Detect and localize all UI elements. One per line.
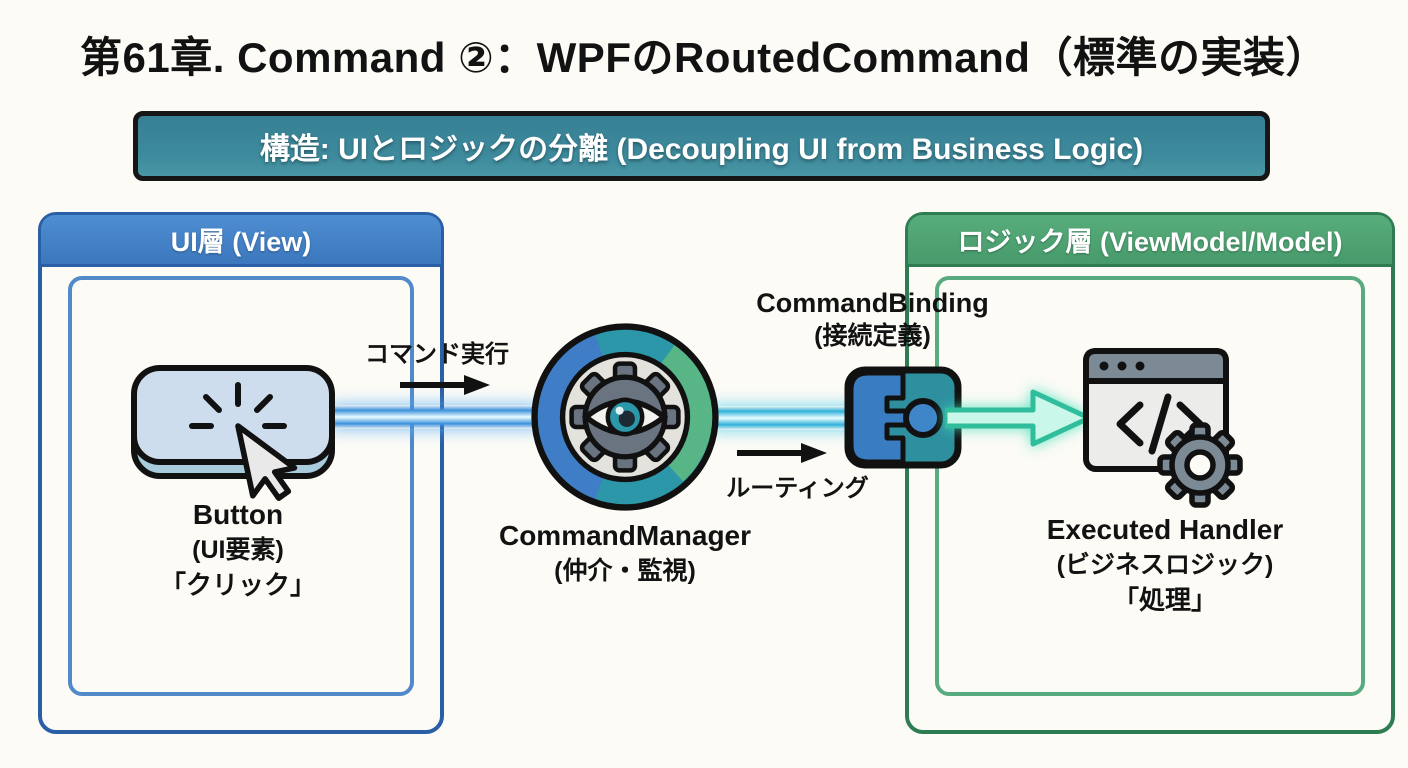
ui-layer-inner-frame <box>68 276 414 696</box>
executed-handler-title: Executed Handler <box>1046 514 1284 545</box>
executed-beam-arrow-icon <box>945 389 1092 447</box>
command-binding-sub: (接続定義) <box>814 322 931 350</box>
click-burst-lines <box>189 382 287 429</box>
handler-gear-icon <box>1157 422 1243 508</box>
executed-handler-action: 「処理」 <box>1112 585 1217 615</box>
structure-banner: 構造: UIとロジックの分離 (Decoupling UI from Busin… <box>133 111 1270 181</box>
routing-arrow-icon <box>737 443 827 463</box>
button-click-cursor-icon <box>131 365 335 501</box>
command-manager-caption: CommandManager (仲介・監視) <box>463 518 787 588</box>
command-manager-title: CommandManager <box>498 520 752 551</box>
logic-layer-header-label: ロジック層 (ViewModel/Model) <box>957 227 1343 257</box>
button-sub: (UI要素) <box>192 536 284 564</box>
command-binding-caption: CommandBinding (接続定義) <box>735 287 1010 353</box>
button-caption: Button (UI要素) 「クリック」 <box>58 497 418 603</box>
ui-layer-panel: UI層 (View) <box>38 212 444 734</box>
button-action: 「クリック」 <box>159 570 316 600</box>
logic-layer-panel: ロジック層 (ViewModel/Model) <box>905 212 1395 734</box>
structure-banner-label: 構造: UIとロジックの分離 (Decoupling UI from Busin… <box>259 133 1144 166</box>
page-title: 第61章. Command ②：WPFのRoutedCommand（標準の実装） <box>80 34 1328 81</box>
cursor-arrow-icon <box>235 423 298 501</box>
execute-arrow-icon <box>400 375 490 395</box>
code-window-gear-icon <box>1083 348 1243 508</box>
connector-socket-icon <box>844 366 962 469</box>
ui-layer-header-label: UI層 (View) <box>170 227 312 257</box>
gear-eye-monitor-icon <box>531 323 719 511</box>
executed-handler-caption: Executed Handler (ビジネスロジック) 「処理」 <box>985 512 1345 618</box>
executed-handler-sub: (ビジネスロジック) <box>1056 551 1274 579</box>
ui-layer-header: UI層 (View) <box>41 215 441 267</box>
command-beam-blue <box>330 405 540 429</box>
command-binding-title: CommandBinding <box>756 288 989 318</box>
routing-beam-cyan <box>710 406 868 430</box>
logic-layer-header: ロジック層 (ViewModel/Model) <box>908 215 1392 267</box>
button-title: Button <box>192 499 284 530</box>
flow-label-routing: ルーティング <box>726 475 869 502</box>
logic-layer-inner-frame <box>935 276 1365 696</box>
command-manager-sub: (仲介・監視) <box>554 557 696 585</box>
window-titlebar <box>1083 348 1229 384</box>
flow-label-execute: コマンド実行 <box>365 341 509 368</box>
